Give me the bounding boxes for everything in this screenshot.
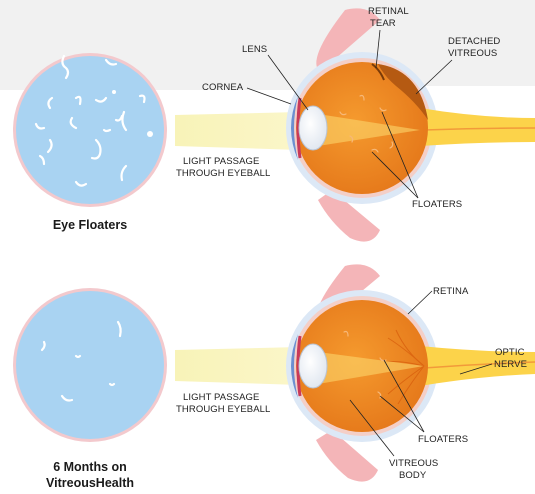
label-detached-1: DETACHED <box>448 36 500 47</box>
top-view-dot <box>112 90 116 94</box>
label-floaters: FLOATERS <box>412 199 462 210</box>
label-optic-2: NERVE <box>494 359 527 370</box>
label-lens: LENS <box>242 44 267 55</box>
label-detached-2: VITREOUS <box>448 48 497 59</box>
top-caption: Eye Floaters <box>53 218 127 232</box>
top-light-beam <box>175 112 300 150</box>
label-retina: RETINA <box>433 286 469 297</box>
top-view-dot <box>147 131 153 137</box>
label-light-1: LIGHT PASSAGE <box>183 156 259 167</box>
label-light-1-bottom: LIGHT PASSAGE <box>183 392 259 403</box>
bottom-caption-1: 6 Months on <box>53 460 127 474</box>
label-light-2: THROUGH EYEBALL <box>176 168 270 179</box>
label-cornea: CORNEA <box>202 82 244 93</box>
label-retinal-tear-1: RETINAL <box>368 6 409 17</box>
label-retinal-tear-2: TEAR <box>370 18 396 29</box>
top-lens <box>299 106 327 150</box>
top-optic-nerve <box>420 108 535 146</box>
bottom-lens <box>299 344 327 388</box>
label-vitreous-2: BODY <box>399 470 427 481</box>
label-optic-1: OPTIC <box>495 347 525 358</box>
label-vitreous-1: VITREOUS <box>389 458 438 469</box>
bottom-caption-2: VitreousHealth <box>46 476 134 490</box>
leader-retina <box>408 291 432 314</box>
bottom-view-circle <box>16 291 164 439</box>
leader-cornea <box>247 88 291 104</box>
label-light-2-bottom: THROUGH EYEBALL <box>176 404 270 415</box>
label-floaters-bottom: FLOATERS <box>418 434 468 445</box>
bottom-light-beam <box>175 347 300 385</box>
top-view-circle <box>16 56 164 204</box>
